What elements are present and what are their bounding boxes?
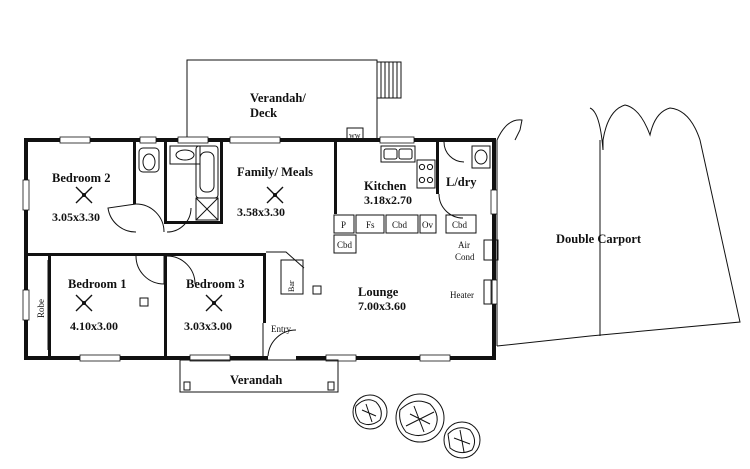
sink-icon (380, 145, 416, 163)
kitchen-fixtures (333, 145, 491, 254)
tree-icon (443, 421, 481, 459)
lounge-dims: 7.00x3.60 (358, 299, 406, 313)
robe-label: Robe (36, 299, 46, 318)
toilet-icon (138, 147, 160, 173)
cupboard-label-3: Cbd (337, 240, 353, 250)
shower-icon (195, 197, 219, 221)
cupboard-label-1: Cbd (392, 220, 408, 230)
bath-icon (195, 145, 219, 199)
fan-icon (75, 294, 93, 312)
bar-label: Bar (287, 280, 296, 292)
laundry-name: L/dry (446, 175, 477, 189)
bedroom2-name: Bedroom 2 (52, 171, 110, 185)
bedroom1-name: Bedroom 1 (68, 277, 126, 291)
air-cond-label-line2: Cond (455, 252, 475, 262)
deck-label-line1: Verandah/ (250, 91, 306, 105)
heater-label: Heater (450, 290, 474, 300)
oven-label: Ov (422, 220, 433, 230)
deck-label-line2: Deck (250, 106, 277, 120)
bedroom3-name: Bedroom 3 (186, 277, 244, 291)
fan-icon (205, 294, 223, 312)
fridge-space-label: Fs (366, 220, 375, 230)
basin-icon (169, 145, 201, 165)
outer-walls (22, 136, 498, 362)
family-name: Family/ Meals (237, 165, 313, 179)
air-cond-label-line1: Air (458, 240, 470, 250)
bathroom-fixtures (138, 145, 219, 221)
cupboard-label-2: Cbd (452, 220, 468, 230)
tree-icon (352, 394, 388, 430)
pantry-label: P (341, 220, 346, 230)
front-verandah (179, 359, 339, 393)
front-verandah-label: Verandah (230, 373, 282, 387)
ww-label: ww (349, 131, 361, 140)
fan-icon (75, 186, 93, 204)
bedroom2-dims: 3.05x3.30 (52, 210, 100, 224)
bedroom1-dims: 4.10x3.00 (70, 319, 118, 333)
tree-icon (395, 393, 445, 443)
trees (352, 393, 481, 459)
carport-label: Double Carport (556, 232, 642, 246)
cooktop-icon (416, 159, 436, 189)
fan-icon (266, 186, 284, 204)
internal-walls (28, 142, 439, 356)
kitchen-dims: 3.18x2.70 (364, 193, 412, 207)
kitchen-name: Kitchen (364, 179, 406, 193)
bar-counter (280, 259, 304, 295)
ceiling-fans (75, 186, 284, 312)
heater-unit (483, 279, 493, 305)
family-dims: 3.58x3.30 (237, 205, 285, 219)
air-cond-unit (483, 239, 499, 261)
door-swings (107, 141, 465, 357)
lounge-fixtures (47, 239, 499, 350)
carport-outline (496, 104, 741, 347)
laundry-tub-icon (471, 145, 491, 169)
bedroom3-dims: 3.03x3.00 (184, 319, 232, 333)
lounge-name: Lounge (358, 285, 399, 299)
entry-label: Entry (271, 324, 291, 334)
